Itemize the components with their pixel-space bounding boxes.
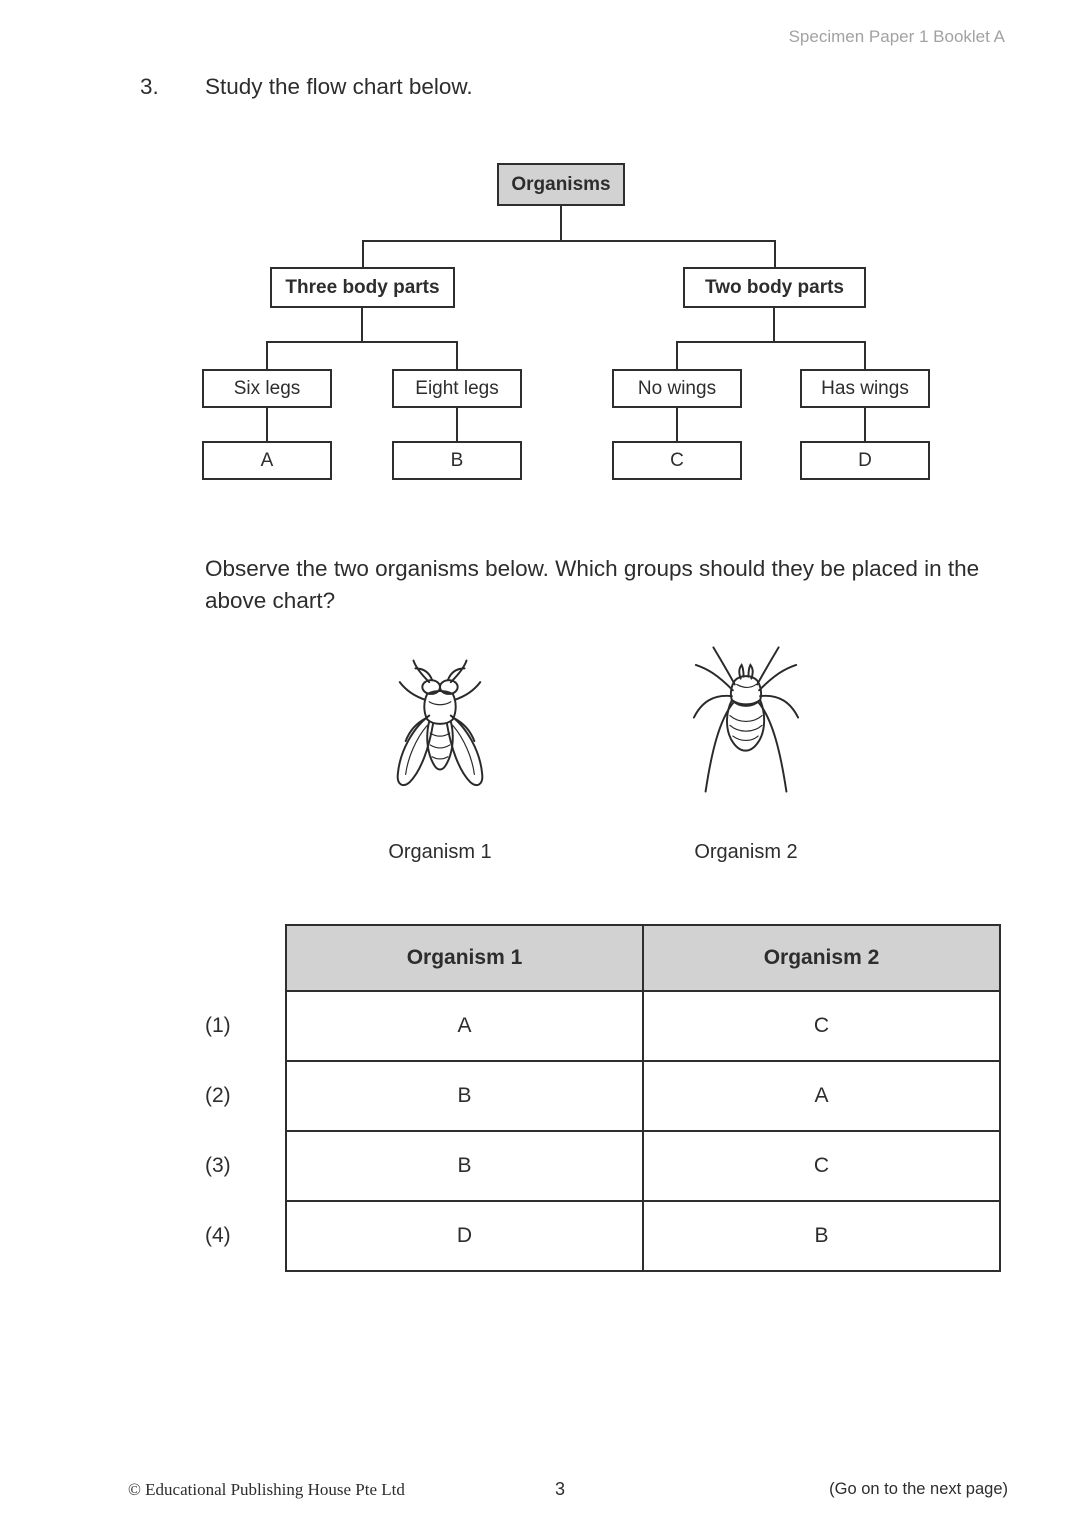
options-table: Organism 1 Organism 2 A C B A B C D B: [285, 924, 1001, 1272]
option-2-organism-1-cell: B: [285, 1060, 644, 1132]
flowchart-box-six-legs: Six legs: [202, 369, 332, 408]
table-row: A C: [285, 990, 1001, 1062]
flowchart-box-eight-legs-label: Eight legs: [415, 377, 499, 399]
flowchart-box-group-c-label: C: [670, 449, 684, 471]
flowchart-box-organisms-label: Organisms: [511, 173, 611, 195]
spider-illustration: [690, 644, 802, 832]
flowchart-box-group-c: C: [612, 441, 742, 480]
flowchart-connector: [774, 240, 776, 267]
flowchart-box-group-a: A: [202, 441, 332, 480]
flowchart-box-organisms: Organisms: [497, 163, 625, 206]
footer-page-number: 3: [554, 1479, 565, 1499]
table-row: B C: [285, 1130, 1001, 1202]
table-row: B A: [285, 1060, 1001, 1132]
footer-publisher: © Educational Publishing House Pte Ltd: [128, 1480, 405, 1499]
option-number-2: (2): [205, 1084, 231, 1107]
flowchart-connector: [456, 341, 458, 369]
flowchart-connector: [266, 341, 458, 343]
flowchart-box-has-wings-label: Has wings: [821, 377, 909, 399]
option-4-organism-2-cell: B: [642, 1200, 1001, 1272]
question-intro: Study the flow chart below.: [205, 74, 473, 99]
flowchart-connector: [266, 408, 268, 441]
organism-2-label: Organism 2: [694, 841, 798, 863]
flowchart-box-group-d: D: [800, 441, 930, 480]
flowchart-connector: [773, 308, 775, 341]
flowchart-box-group-d-label: D: [858, 449, 872, 471]
flowchart-connector: [362, 240, 776, 242]
flowchart-box-has-wings: Has wings: [800, 369, 930, 408]
flowchart-connector: [676, 341, 866, 343]
table-row: D B: [285, 1200, 1001, 1272]
flowchart-connector: [676, 408, 678, 441]
flowchart-connector: [456, 408, 458, 441]
flowchart-box-three-body-parts: Three body parts: [270, 267, 455, 308]
option-3-organism-1-cell: B: [285, 1130, 644, 1202]
option-4-organism-1-cell: D: [285, 1200, 644, 1272]
flowchart-box-no-wings-label: No wings: [637, 377, 717, 399]
flowchart-connector: [864, 341, 866, 369]
flowchart-box-group-b: B: [392, 441, 522, 480]
flowchart-box-two-body-parts: Two body parts: [683, 267, 866, 308]
flowchart-box-six-legs-label: Six legs: [233, 377, 301, 399]
booklet-header: Specimen Paper 1 Booklet A: [788, 27, 1005, 46]
organism-1-label: Organism 1: [388, 841, 492, 863]
options-table-header-organism-2: Organism 2: [642, 924, 1001, 992]
question-number: 3.: [140, 74, 159, 99]
flowchart-connector: [560, 206, 562, 240]
fly-illustration: [386, 658, 494, 830]
flowchart-connector: [361, 308, 363, 341]
option-1-organism-1-cell: A: [285, 990, 644, 1062]
flowchart-box-three-body-parts-label: Three body parts: [285, 276, 440, 298]
option-number-1: (1): [205, 1014, 231, 1037]
flowchart-box-eight-legs: Eight legs: [392, 369, 522, 408]
footer-next-page-hint: (Go on to the next page): [829, 1480, 1008, 1498]
flowchart-box-group-a-label: A: [260, 449, 274, 471]
flowchart-connector: [676, 341, 678, 369]
options-table-header-organism-1: Organism 1: [285, 924, 644, 992]
options-table-header-row: Organism 1 Organism 2: [285, 924, 1001, 992]
option-1-organism-2-cell: C: [642, 990, 1001, 1062]
option-number-3: (3): [205, 1154, 231, 1177]
option-number-4: (4): [205, 1224, 231, 1247]
option-2-organism-2-cell: A: [642, 1060, 1001, 1132]
question-prompt: Observe the two organisms below. Which g…: [205, 556, 980, 614]
flowchart-connector: [864, 408, 866, 441]
flowchart-connector: [362, 240, 364, 267]
option-3-organism-2-cell: C: [642, 1130, 1001, 1202]
flowchart-box-two-body-parts-label: Two body parts: [705, 276, 844, 298]
flowchart-box-group-b-label: B: [450, 449, 464, 471]
flowchart-connector: [266, 341, 268, 369]
flowchart-box-no-wings: No wings: [612, 369, 742, 408]
